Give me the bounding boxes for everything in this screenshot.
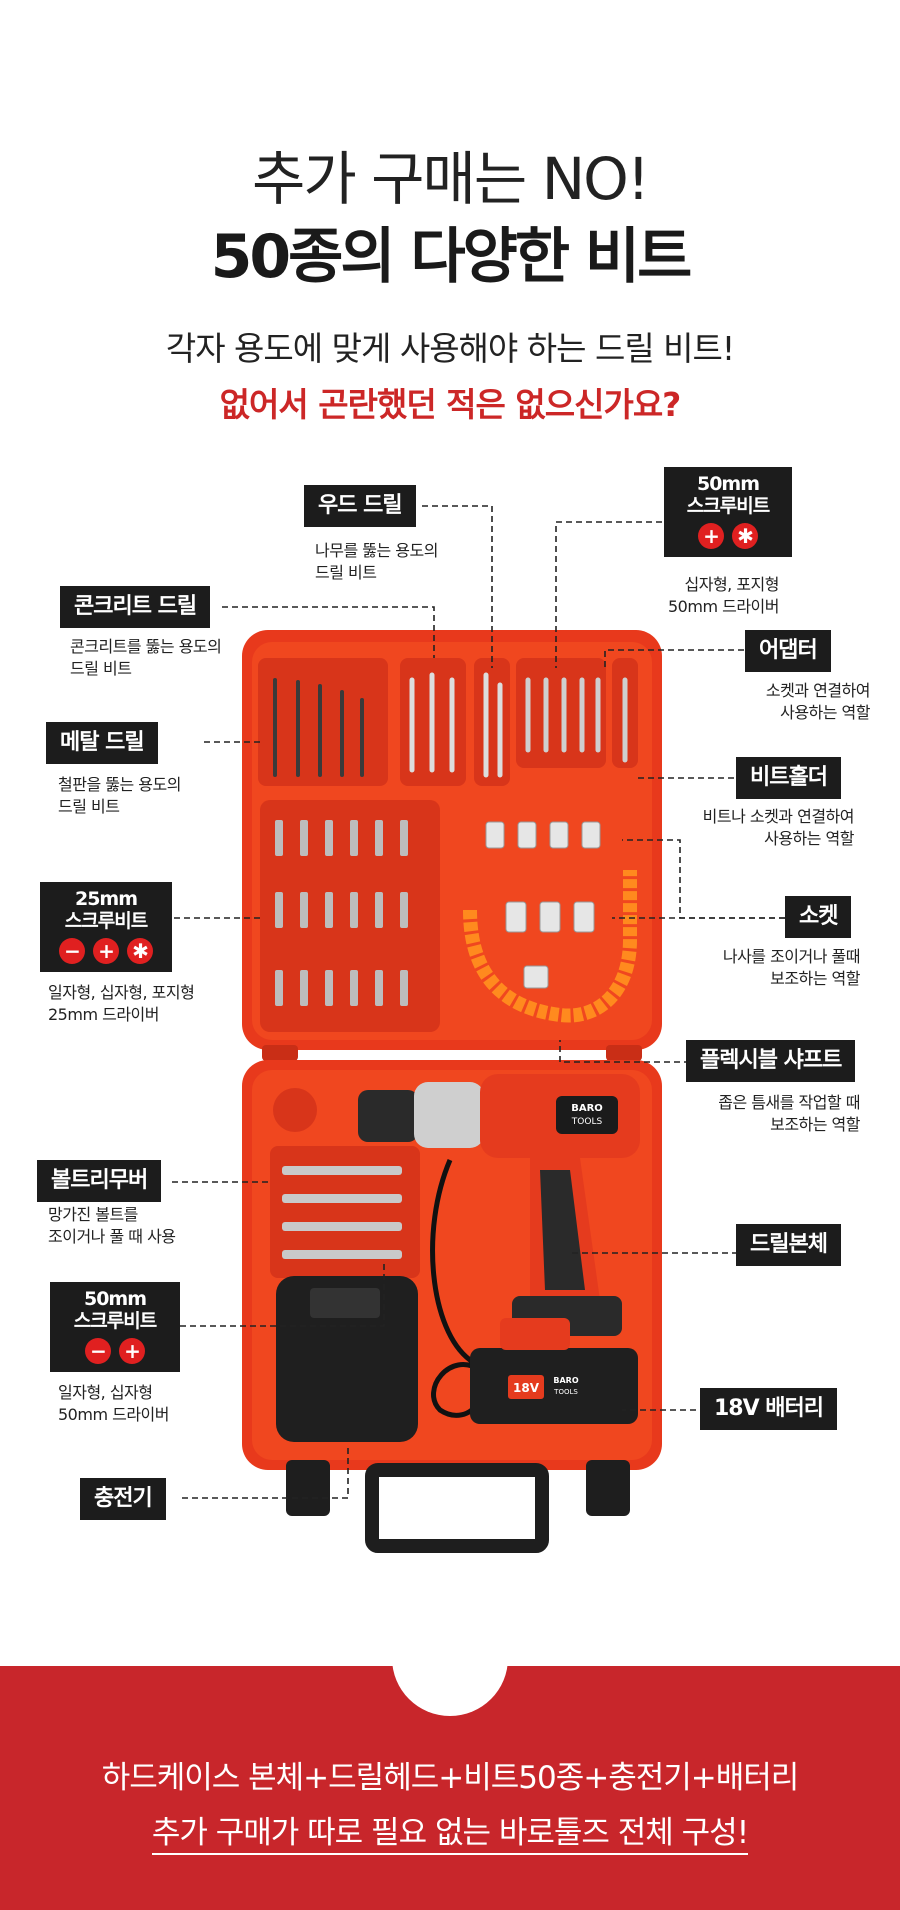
case-handle xyxy=(365,1463,549,1553)
toolkit-illustration: BARO TOOLS 18V BARO TOOLS xyxy=(154,505,785,1553)
label-screw-bit-50mm-top: 50mm 스크루비트 +✱ xyxy=(664,467,792,557)
subheadline-accent: 없어서 곤란했던 적은 없으신가요? xyxy=(219,385,682,424)
footer-notch xyxy=(392,1618,508,1716)
label-socket: 소켓 xyxy=(785,896,852,938)
battery xyxy=(470,1348,638,1424)
headline-line1: 추가 구매는 NO! xyxy=(252,145,650,213)
plus-icon: + xyxy=(93,938,119,964)
svg-text:18V: 18V xyxy=(513,1381,540,1395)
label-concrete-drill: 콘크리트 드릴 xyxy=(60,586,211,628)
label-adapter: 어댑터 xyxy=(745,630,831,672)
plus-icon: + xyxy=(698,523,724,549)
label-charger: 충전기 xyxy=(80,1478,166,1520)
screw-bits-25mm xyxy=(275,820,408,1006)
label-flexible-shaft: 플렉시블 샤프트 xyxy=(686,1040,856,1082)
concrete-wood-bits xyxy=(409,672,503,778)
pozi-icon: ✱ xyxy=(732,523,758,549)
label-bit-holder: 비트홀더 xyxy=(736,757,841,799)
drill-body: BARO TOOLS xyxy=(358,1074,640,1336)
charger xyxy=(276,1276,418,1442)
plus-icon: + xyxy=(119,1338,145,1364)
headline-line2: 50종의 다양한 비트 xyxy=(210,222,693,292)
svg-text:TOOLS: TOOLS xyxy=(571,1117,603,1127)
svg-text:BARO: BARO xyxy=(553,1376,578,1385)
footer-tagline: 추가 구매가 따로 필요 없는 바로툴즈 전체 구성! xyxy=(0,1807,900,1855)
minus-icon: − xyxy=(85,1338,111,1364)
flexible-shaft xyxy=(463,870,637,1023)
label-drill-body: 드릴본체 xyxy=(736,1224,841,1266)
label-screw-bit-25mm: 25mm 스크루비트 −+✱ xyxy=(40,882,172,972)
svg-text:TOOLS: TOOLS xyxy=(553,1388,578,1396)
label-metal-drill: 메탈 드릴 xyxy=(46,722,158,764)
label-battery: 18V 배터리 xyxy=(700,1388,838,1430)
bolt-remover-bits xyxy=(282,1166,402,1259)
label-wood-drill: 우드 드릴 xyxy=(304,485,416,527)
product-diagram: BARO TOOLS 18V BARO TOOLS xyxy=(0,467,900,1590)
subheadline: 각자 용도에 맞게 사용해야 하는 드릴 비트! xyxy=(165,329,735,368)
footer-contents: 하드케이스 본체+드릴헤드+비트50종+충전기+배터리 xyxy=(101,1760,800,1796)
label-screw-bit-50mm-bottom: 50mm 스크루비트 −+ xyxy=(50,1282,180,1372)
footer-banner xyxy=(0,1618,900,1910)
leader-lines xyxy=(154,505,785,1499)
pozi-icon: ✱ xyxy=(127,938,153,964)
screw-bits-50mm xyxy=(525,677,628,763)
label-bolt-remover: 볼트리무버 xyxy=(37,1160,162,1202)
metal-drill-bits xyxy=(273,678,364,777)
drill-brand-text: BARO xyxy=(571,1103,603,1114)
minus-icon: − xyxy=(59,938,85,964)
sockets xyxy=(485,821,601,989)
